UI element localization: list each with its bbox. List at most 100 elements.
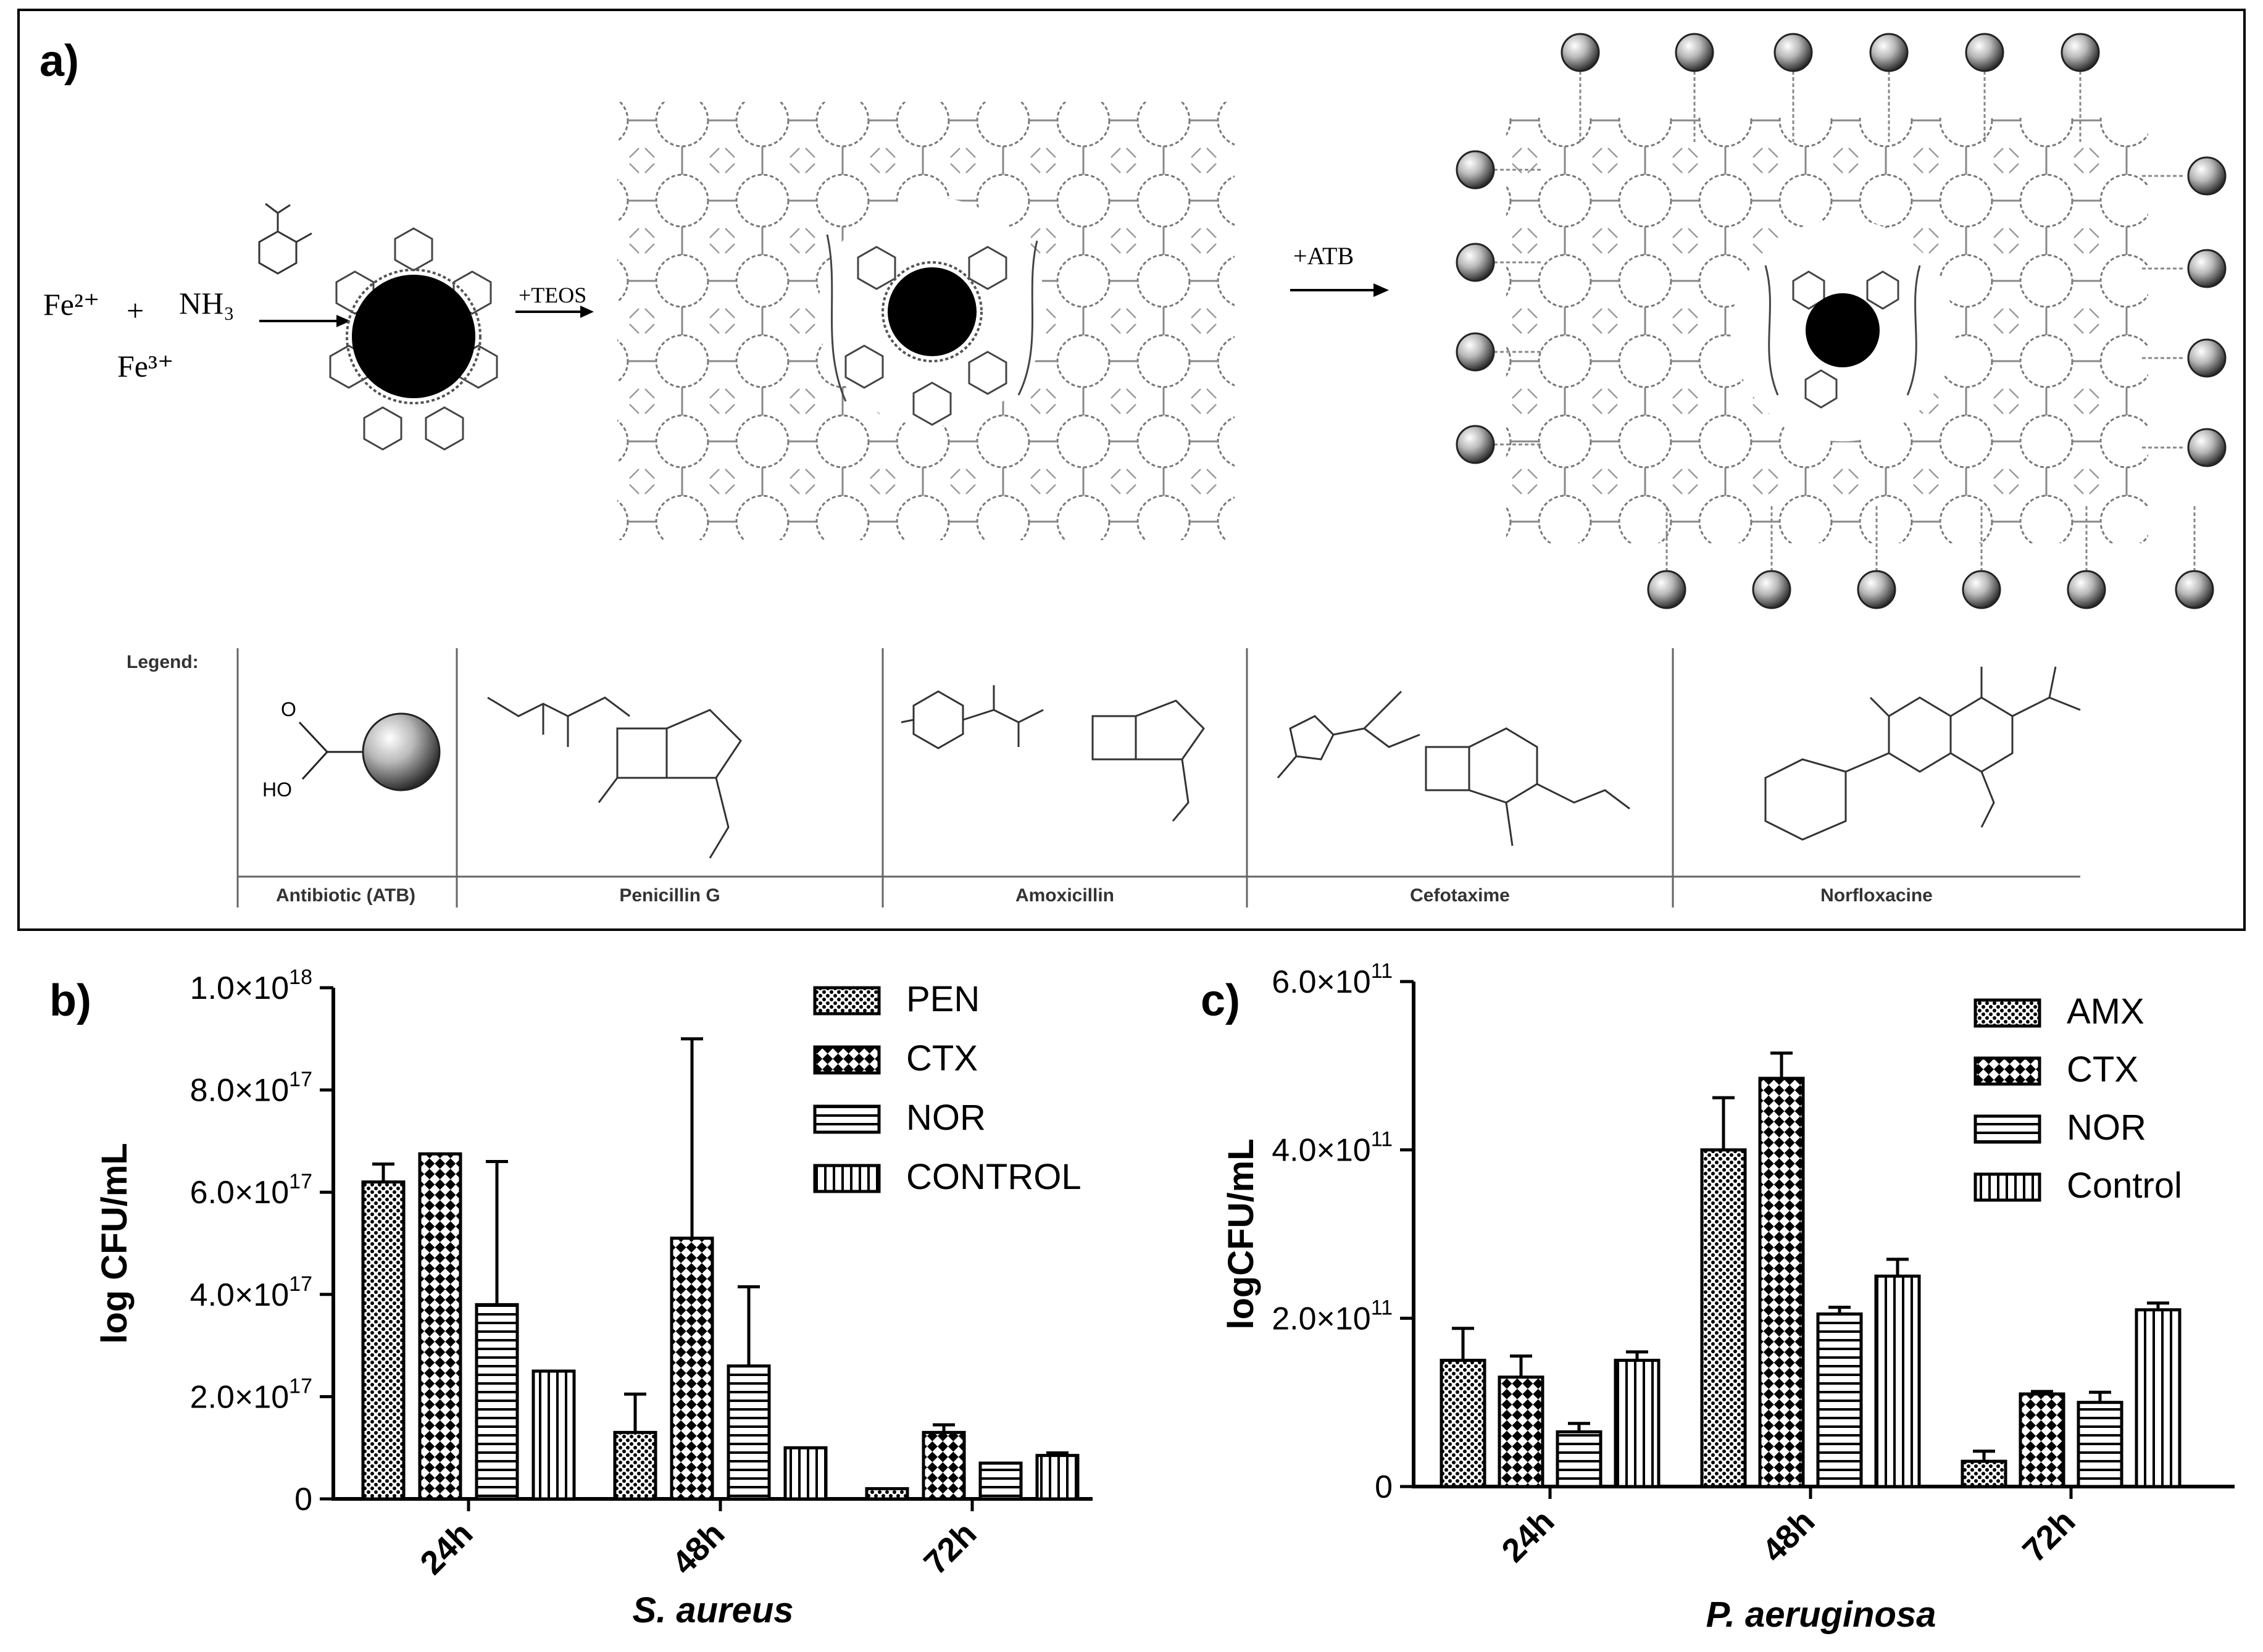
- legend-column-label: Antibiotic (ATB): [276, 885, 415, 906]
- x-tick-label: 72h: [2015, 1503, 2082, 1569]
- panel-a-label: a): [40, 36, 80, 86]
- atb-sphere-top: [1965, 33, 2004, 72]
- legend-swatch: [1973, 998, 2041, 1028]
- atb-sphere-bottom: [1857, 570, 1896, 609]
- atb-sphere-icon: [362, 712, 441, 791]
- bar: [1700, 1148, 1747, 1488]
- atb-sphere-left: [1456, 150, 1495, 190]
- teos-label: +TEOS: [519, 283, 586, 307]
- x-tick-label: 48h: [1755, 1503, 1822, 1569]
- bar: [361, 1180, 406, 1501]
- atb-spheres: [1456, 33, 2227, 609]
- bar: [613, 1430, 657, 1501]
- panel-a-frame: [17, 9, 2246, 931]
- x-axis-label: P. aeruginosa: [1706, 1595, 1936, 1635]
- legend-column-label: Cefotaxime: [1410, 885, 1510, 906]
- bar: [1874, 1274, 1921, 1488]
- legend-swatch: [813, 1045, 881, 1075]
- y-tick-label: 4.0×1017: [190, 1272, 312, 1313]
- bar: [865, 1487, 909, 1501]
- cefotaxime-structure: [1277, 690, 1630, 846]
- legend-label: CONTROL: [906, 1157, 1081, 1197]
- atb-sphere-right: [2187, 156, 2227, 196]
- atb-cooh-ho: HO: [262, 778, 292, 801]
- legend-swatch: [813, 986, 881, 1016]
- atb-sphere-right: [2187, 338, 2227, 378]
- legend-swatch: [1973, 1056, 2041, 1086]
- y-tick-label: 6.0×1017: [190, 1170, 312, 1211]
- chart-b: 0 2.0×1017 4.0×1017 6.0×1017 8.0×1017 1.0×101…: [94, 966, 1093, 1630]
- legend-label: NOR: [2067, 1108, 2146, 1148]
- atb-sphere-right: [2187, 249, 2227, 288]
- y-tick-label: 8.0×1017: [190, 1068, 312, 1109]
- y-axis-label: logCFU/mL: [1221, 1138, 1261, 1329]
- bar: [922, 1430, 966, 1501]
- antibiotic-loaded-particle: [1456, 33, 2227, 609]
- bar: [531, 1369, 576, 1501]
- atb-sphere-bottom: [1647, 570, 1686, 609]
- atb-sphere-left: [1456, 332, 1495, 372]
- legend-label: CTX: [906, 1038, 978, 1078]
- nh3-label: NH₃: [179, 286, 235, 320]
- legend-swatch: [1973, 1172, 2041, 1202]
- fe2-label: Fe²⁺: [43, 287, 99, 322]
- synthesis-scheme: Fe²⁺ + NH₃ Fe³⁺ +TEOS: [43, 33, 2227, 907]
- legend-label: PEN: [906, 979, 980, 1019]
- bar: [1614, 1359, 1661, 1488]
- bar: [978, 1461, 1023, 1501]
- y-tick-label: 6.0×1011: [1272, 959, 1393, 1000]
- bar: [727, 1364, 771, 1501]
- penicillin-g-structure: [487, 696, 742, 859]
- panel-b-label: b): [49, 976, 91, 1025]
- atb-sphere-top: [2061, 33, 2100, 72]
- plus-sign: +: [127, 293, 144, 328]
- y-tick-label: 0: [294, 1482, 312, 1517]
- x-tick-label: 24h: [413, 1515, 480, 1582]
- functionalized-nanoparticle: [329, 227, 498, 451]
- y-tick-label: 0: [1375, 1469, 1393, 1505]
- y-tick-label: 1.0×1018: [190, 966, 312, 1006]
- bar: [2135, 1308, 2182, 1488]
- x-tick-label: 48h: [665, 1515, 731, 1582]
- bar: [783, 1446, 828, 1501]
- mesoporous-silica-network: [617, 102, 1235, 540]
- atb-sphere-top: [1561, 33, 1600, 72]
- atb-sphere-bottom: [2175, 570, 2214, 609]
- legend-swatch: [813, 1164, 881, 1193]
- y-tick-label: 2.0×1011: [1272, 1296, 1393, 1337]
- atb-sphere-bottom: [2067, 570, 2106, 609]
- atb-label: +ATB: [1293, 242, 1354, 270]
- atb-sphere-left: [1456, 425, 1495, 464]
- bar: [670, 1237, 714, 1501]
- x-tick-label: 24h: [1494, 1503, 1561, 1569]
- y-axis-label: log CFU/mL: [94, 1143, 135, 1343]
- salicylic-acid-drawing: [258, 202, 312, 275]
- legend-column-label: Amoxicillin: [1015, 885, 1114, 906]
- atb-sphere-top: [1675, 33, 1714, 72]
- atb-sphere-right: [2187, 428, 2227, 467]
- atb-sphere-left: [1456, 243, 1495, 282]
- bar: [475, 1303, 519, 1501]
- legend-label: Control: [2067, 1166, 2182, 1206]
- atb-sphere-bottom: [1962, 570, 2001, 609]
- bar: [1556, 1430, 1602, 1488]
- bar: [1758, 1077, 1805, 1488]
- bar: [1816, 1312, 1863, 1488]
- atb-sphere-top: [1773, 33, 1813, 72]
- bar: [1498, 1375, 1544, 1488]
- bar: [418, 1152, 462, 1501]
- legend-swatch: [813, 1104, 881, 1134]
- legend-label: NOR: [906, 1098, 986, 1138]
- legend-column-label: Penicillin G: [619, 885, 720, 906]
- x-axis-label: S. aureus: [632, 1590, 793, 1630]
- legend-label: AMX: [2067, 991, 2144, 1032]
- bar: [2077, 1401, 2123, 1488]
- legend-table-lines: [236, 648, 2080, 907]
- panel-c-label: c): [1201, 976, 1241, 1025]
- y-tick-label: 2.0×1017: [190, 1374, 312, 1415]
- bar: [2019, 1392, 2065, 1488]
- fe3-label: Fe³⁺: [117, 349, 173, 383]
- amoxicillin-structure: [901, 685, 1205, 822]
- x-tick-label: 72h: [917, 1515, 983, 1582]
- legend-swatch: [1973, 1114, 2041, 1144]
